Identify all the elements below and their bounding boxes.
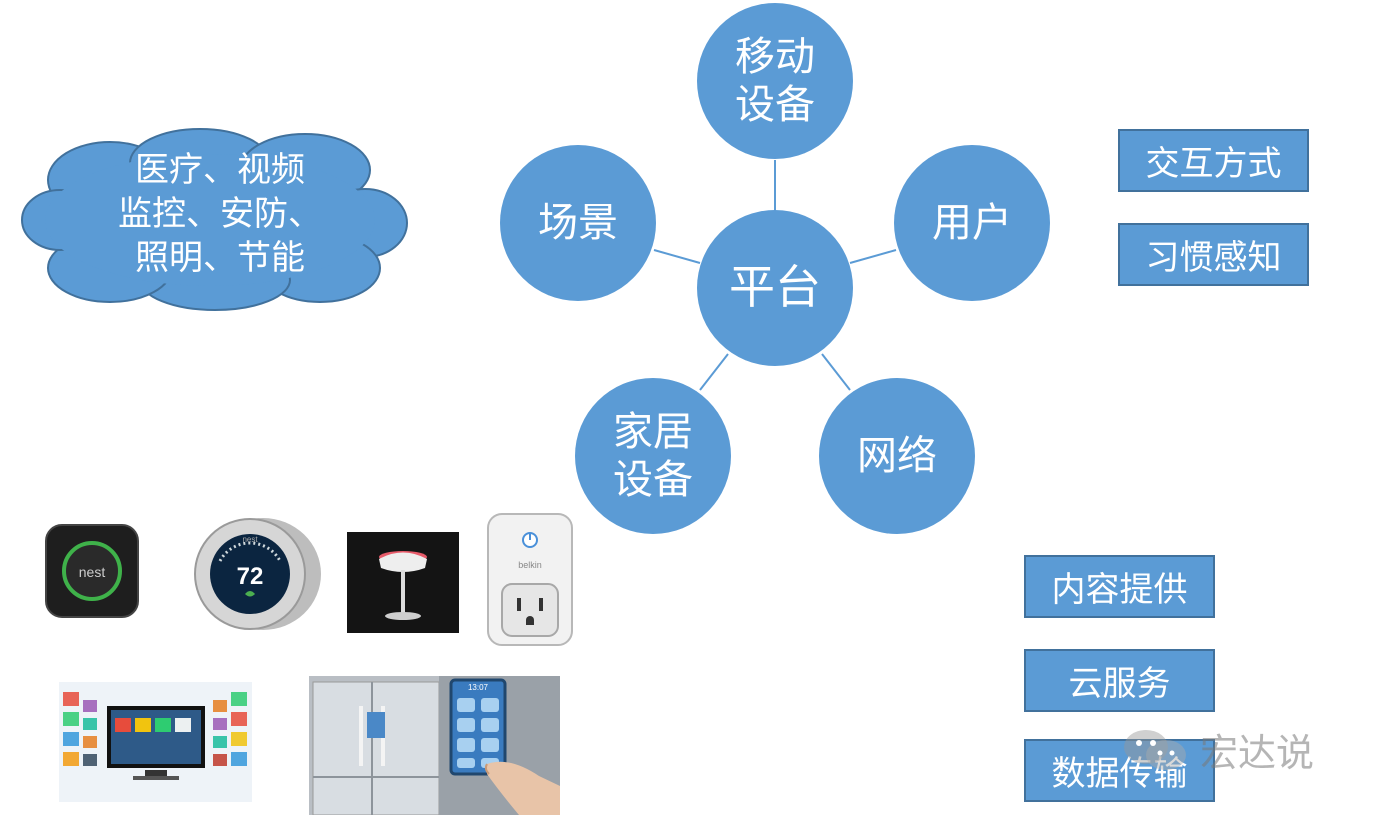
node-home-devices-label: 家居 设备 (613, 409, 693, 503)
box-habit-perception: 习惯感知 (1118, 223, 1309, 286)
nest-smoke-detector-image: nest (44, 523, 140, 619)
plug-brand-text: belkin (518, 560, 542, 570)
link-center-scene (653, 249, 701, 264)
box-interaction-mode: 交互方式 (1118, 129, 1309, 192)
link-center-home (699, 353, 729, 391)
smoke-brand-text: nest (79, 564, 106, 580)
node-mobile-devices-label: 移动 设备 (735, 34, 815, 128)
hue-lamp-image (347, 532, 459, 633)
cloud-label: 医疗、视频 监控、安防、 照明、节能 (118, 150, 322, 279)
node-scene: 场景 (500, 145, 656, 301)
box-content-provision: 内容提供 (1024, 555, 1215, 618)
node-user-label: 用户 (932, 200, 1012, 246)
watermark-text: 宏达说 (1200, 731, 1315, 775)
belkin-smart-plug-image: belkin (486, 512, 574, 647)
cloud-shape (21, 128, 408, 311)
nest-thermostat-image: nest 72 (190, 516, 325, 634)
wechat-icon (1124, 729, 1186, 770)
watermark: 宏达说 (1120, 722, 1314, 777)
smart-tv-image (59, 682, 252, 802)
box-cloud-service: 云服务 (1024, 649, 1215, 712)
thermostat-temp-text: 72 (237, 563, 264, 590)
node-network-label: 网络 (857, 433, 937, 479)
box-data-transmission: 数据传输 (1024, 739, 1215, 802)
link-center-network (821, 353, 851, 391)
node-platform-center: 平台 (697, 210, 853, 366)
node-mobile-devices: 移动 设备 (697, 3, 853, 159)
node-platform-label: 平台 (729, 260, 821, 315)
fridge-time-text: 13:07 (468, 683, 489, 692)
node-user: 用户 (894, 145, 1050, 301)
smart-fridge-image: 13:07 (309, 676, 560, 815)
node-home-devices: 家居 设备 (575, 378, 731, 534)
link-center-user (849, 249, 897, 264)
node-network: 网络 (819, 378, 975, 534)
thermostat-brand-text: nest (242, 535, 258, 544)
node-scene-label: 场景 (538, 200, 618, 246)
